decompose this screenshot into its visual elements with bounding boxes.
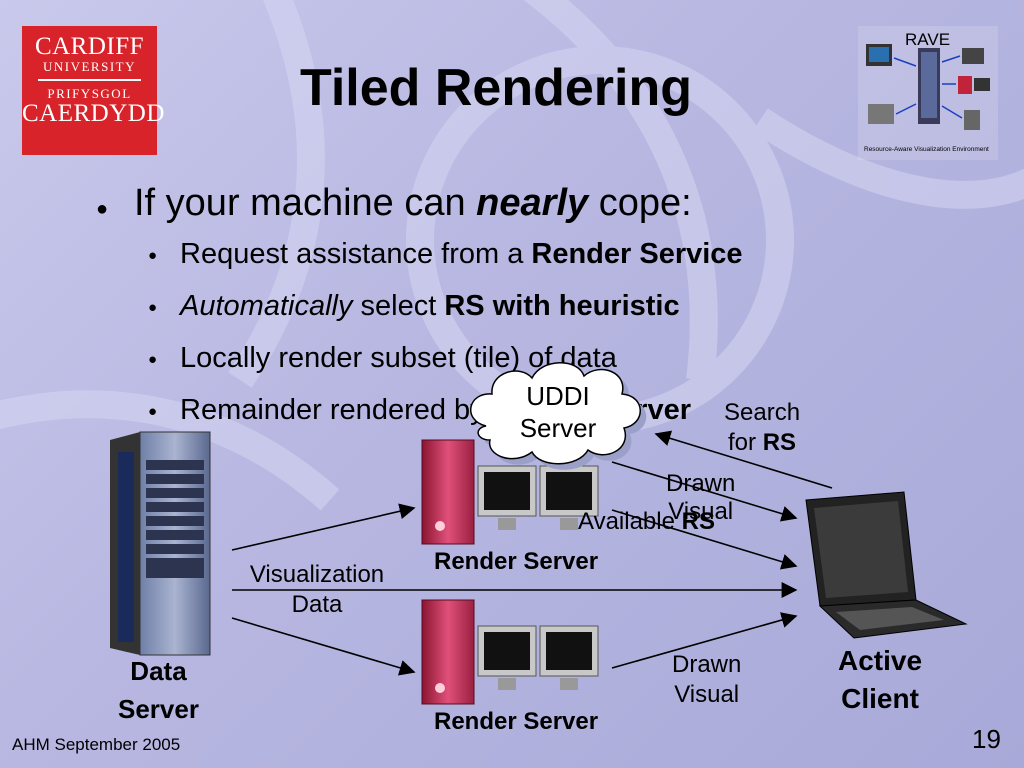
search-line2-prefix: for [728,429,757,456]
logo-line-caerdydd: CAERDYDD [22,100,165,127]
page-number: 19 [972,724,1001,754]
rave-laptop-icon [962,48,984,64]
drawn-visual-top-line2: Visual [668,498,734,525]
uddi-line1: UDDI [526,381,590,411]
footer-date: AHM September 2005 [12,735,181,754]
uddi-server-cloud-icon [469,362,647,470]
arrow-render-top-to-client [611,509,798,570]
available-prefix: Available [578,508,675,535]
sub-bullet-dot: ● [148,247,158,264]
available-bold: RS [681,508,715,535]
sub-bullet-request: Request assistance from a Render Service [180,238,743,271]
drawn-visual-top-label: Drawn Visual [666,470,735,526]
data-server-rack-icon [110,431,211,656]
sub-bullet-request-bold: Render Service [531,238,743,270]
drawn-visual-bottom-line2: Visual [674,681,740,708]
bullet-main-prefix: If your machine can [134,182,466,224]
sub-bullet-dot: ● [148,351,158,368]
data-server-line2: Server [118,694,199,724]
render-server-top-label: Render Server [434,548,599,575]
rave-workstation-icon [958,76,972,94]
active-client-label: Active Client [838,642,922,718]
arrow-client-to-uddi [654,430,833,489]
bullet-main: If your machine can nearly cope: [134,182,692,225]
render-server-bottom-icon [421,599,599,705]
arrow-data-to-render-bottom [231,617,416,676]
sub-bullet-dot: ● [148,299,158,316]
rave-subtitle: Resource-Aware Visualization Environment [864,146,989,153]
logo-line-cardiff: CARDIFF [34,33,145,60]
logo-line-university: UNIVERSITY [43,59,136,74]
sub-bullet-request-text: Request assistance from a [180,238,524,270]
uddi-server-label: UDDI Server [498,380,618,444]
drawn-visual-bottom-label: Drawn Visual [672,650,741,710]
bullet-main-suffix: cope: [598,182,692,224]
render-server-bottom-label: Render Server [434,708,599,735]
rave-diagram-thumbnail [858,26,998,160]
rave-label: RAVE [905,30,951,49]
visualization-data-label: Visualization Data [236,560,398,620]
viz-data-line1: Visualization [249,561,385,588]
data-server-label: Data Server [118,652,199,728]
rave-desktop-icon [868,104,894,124]
bullet-main-emphasis: nearly [476,182,589,224]
arrow-uddi-to-client [611,461,798,522]
search-for-rs-label: Search for RS [724,398,800,458]
uddi-line2: Server [519,413,597,443]
sub-bullet-automatically-text: select [360,290,437,322]
active-client-line1: Active [838,645,923,676]
sub-bullet-automatically-italic: Automatically [180,290,353,322]
arrow-render-bottom-to-client [611,612,798,669]
render-server-top-icon [421,439,599,545]
search-line1: Search [724,399,801,426]
slide-title: Tiled Rendering [300,59,692,117]
arrow-data-to-render-top [231,503,416,551]
logo-divider [38,79,141,81]
rave-pda-icon [964,110,980,130]
sub-bullet-automatically-bold: RS with heuristic [444,290,680,322]
sub-bullet-dot: ● [148,403,158,420]
viz-data-line2: Data [291,591,343,618]
bullet-dot: ● [96,198,109,220]
drawn-visual-top-line1: Drawn [666,470,736,497]
sub-bullet-remainder-text: Remainder rendered by [180,394,485,426]
drawn-visual-bottom-line1: Drawn [672,651,742,678]
available-rs-label: Available RS [578,508,715,536]
search-line2-bold: RS [762,429,797,456]
sub-bullet-automatically: Automatically select RS with heuristic [180,290,680,323]
cardiff-university-logo: CARDIFF UNIVERSITY PRIFYSGOL CAERDYDD [22,26,165,155]
logo-line-prifysgol: PRIFYSGOL [47,86,132,101]
active-client-line2: Client [841,683,919,714]
active-client-laptop-icon [805,491,968,639]
data-server-line1: Data [130,656,187,686]
